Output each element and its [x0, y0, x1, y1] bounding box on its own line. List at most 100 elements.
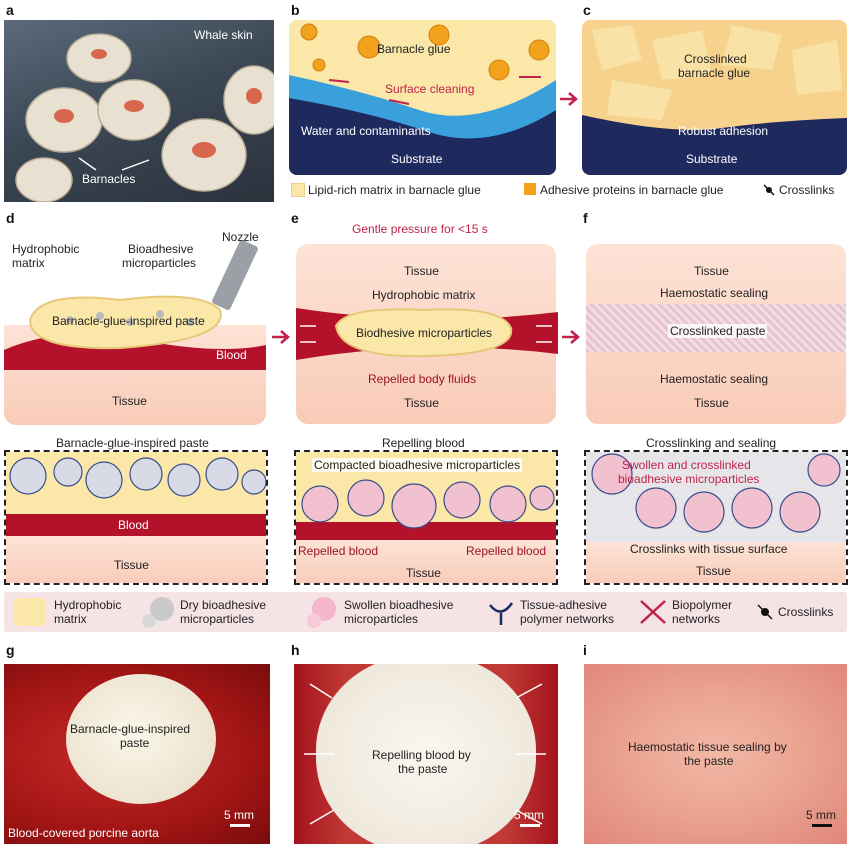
photo-i: Haemostatic tissue sealing by the paste …: [584, 664, 847, 844]
paste-g-label-2: paste: [120, 736, 150, 750]
legend-tissue-1: Tissue-adhesive: [520, 598, 607, 612]
substrate-c-label: Substrate: [686, 152, 738, 166]
crosslink-legend-icon: [757, 604, 773, 620]
panel-label-c: c: [583, 2, 591, 18]
panel-label-g: g: [6, 642, 15, 658]
barnacle-photo: Whale skin Barnacles: [4, 20, 274, 202]
sealing-top-label: Haemostatic sealing: [660, 286, 769, 300]
scale-i-label: 5 mm: [806, 808, 836, 822]
paste-zoom-title: Barnacle-glue-inspired paste: [56, 436, 209, 450]
biopolymer-network-icon: [640, 600, 666, 624]
sealing-i-label-1: Haemostatic tissue sealing by: [628, 740, 787, 754]
panel-e-illustration: [296, 308, 558, 360]
blood-d-label: Blood: [216, 348, 247, 362]
biodhesive-micro-e: Biodhesive microparticles: [356, 326, 493, 340]
dry-particle-icon: [142, 597, 174, 628]
barnacles-label: Barnacles: [82, 172, 136, 186]
panel-label-e: e: [291, 210, 299, 226]
repelling-h-label-2: the paste: [398, 762, 448, 776]
photo-g: Barnacle-glue-inspired paste Blood-cover…: [4, 664, 270, 844]
legend-hydro-2: matrix: [54, 612, 87, 626]
panel-label-d: d: [6, 210, 15, 226]
legend-swollen-1: Swollen bioadhesive: [344, 598, 454, 612]
barnacle-glue-label: Barnacle glue: [377, 42, 451, 56]
lipid-legend-label: Lipid-rich matrix in barnacle glue: [308, 183, 481, 197]
tissue-zoom-e-label: Tissue: [406, 566, 441, 580]
gentle-pressure-label: Gentle pressure for <15 s: [352, 222, 488, 236]
hydrophobic-matrix-e: Hydrophobic matrix: [372, 288, 476, 302]
bioadhesive-micro-d-2: microparticles: [122, 256, 197, 270]
panel-label-a: a: [6, 2, 14, 18]
hydrophobic-matrix-d-1: Hydrophobic: [12, 242, 80, 256]
crosslinks-tissue-label: Crosslinks with tissue surface: [630, 542, 788, 556]
crosslinked-glue-label-2: barnacle glue: [678, 66, 751, 80]
tissue-network-icon: [489, 602, 514, 625]
panel-label-b: b: [291, 2, 300, 18]
lipid-swatch: [291, 183, 305, 197]
scale-g-label: 5 mm: [224, 808, 254, 822]
blood-zoom-label: Blood: [118, 518, 149, 532]
panel-label-h: h: [291, 642, 300, 658]
panel-label-i: i: [583, 642, 587, 658]
barnacles-illustration: [15, 33, 274, 202]
hydrophobic-swatch: [14, 598, 46, 626]
porcine-aorta-caption: Blood-covered porcine aorta: [8, 826, 159, 840]
legend-dry-2: microparticles: [180, 612, 255, 626]
nozzle-label: Nozzle: [222, 230, 259, 244]
panel-e-zoom: Compacted bioadhesive microparticles Rep…: [294, 450, 558, 585]
crosslink-icon: [762, 183, 776, 202]
legend-swollen-2: microparticles: [344, 612, 419, 626]
panel-d-zoom: Blood Tissue: [4, 450, 268, 585]
paste-blob-g: [66, 674, 216, 804]
tissue-f-top: Tissue: [694, 264, 729, 278]
tissue-e-bottom: Tissue: [404, 396, 439, 410]
legend-crosslinks: Crosslinks: [778, 605, 834, 619]
panel-f-zoom: Swollen and crosslinked bioadhesive micr…: [584, 450, 848, 585]
repelled-fluids-label: Repelled body fluids: [368, 372, 477, 386]
panel-d-illustration: [4, 240, 266, 370]
protein-swatch: [524, 183, 536, 195]
legend-bio-1: Biopolymer: [672, 598, 733, 612]
protein-legend-label: Adhesive proteins in barnacle glue: [540, 183, 724, 197]
crosslinked-glue-label-1: Crosslinked: [684, 52, 747, 66]
hydrophobic-matrix-d-2: matrix: [12, 256, 45, 270]
tissue-e-top: Tissue: [404, 264, 439, 278]
tissue-d-label: Tissue: [112, 394, 147, 408]
whale-skin-label: Whale skin: [194, 28, 253, 42]
crosslinking-sealing-title: Crosslinking and sealing: [646, 436, 777, 450]
crosslinks-legend-label: Crosslinks: [779, 183, 835, 197]
water-contaminants-label: Water and contaminants: [301, 124, 431, 138]
bioadhesive-micro-d-1: Bioadhesive: [128, 242, 194, 256]
paste-g-label-1: Barnacle-glue-inspired: [70, 722, 191, 736]
legend-hydro-1: Hydrophobic: [54, 598, 122, 612]
bottom-legend: Hydrophobic matrix Dry bioadhesive micro…: [4, 592, 847, 632]
arrow-e-to-f: [562, 330, 582, 349]
paste-blob-h: [316, 664, 536, 844]
scale-h-label: 5 mm: [514, 808, 544, 822]
repelling-blood-title: Repelling blood: [382, 436, 465, 450]
swollen-label-1: Swollen and crosslinked: [622, 458, 751, 472]
sealing-bottom-label: Haemostatic sealing: [660, 372, 769, 386]
scale-bar-g: [230, 824, 250, 827]
repelling-h-label-1: Repelling blood by: [372, 748, 471, 762]
repelled-blood-left: Repelled blood: [298, 544, 379, 558]
scale-bar-i: [812, 824, 832, 827]
tissue-zoom-f-label: Tissue: [696, 564, 731, 578]
panel-c-diagram: Crosslinked barnacle glue Robust adhesio…: [582, 20, 847, 175]
surface-cleaning-label: Surface cleaning: [385, 82, 475, 96]
legend-tissue-2: polymer networks: [520, 612, 615, 626]
substrate-b-label: Substrate: [391, 152, 443, 166]
tissue-f-bottom: Tissue: [694, 396, 729, 410]
swollen-particle-icon: [307, 597, 336, 628]
scale-bar-h: [520, 824, 540, 827]
photo-h: Repelling blood by the paste 5 mm: [294, 664, 558, 844]
arrow-d-to-e: [272, 330, 292, 349]
panel-b-diagram: Barnacle glue Surface cleaning Water and…: [289, 20, 556, 175]
tissue-zoom-d-label: Tissue: [114, 558, 149, 572]
compacted-label: Compacted bioadhesive microparticles: [312, 458, 523, 472]
sealing-i-label-2: the paste: [684, 754, 734, 768]
legend-dry-1: Dry bioadhesive: [180, 598, 267, 612]
arrow-b-to-c: [560, 92, 580, 111]
repelled-blood-right: Repelled blood: [466, 544, 547, 558]
legend-bio-2: networks: [672, 612, 721, 626]
